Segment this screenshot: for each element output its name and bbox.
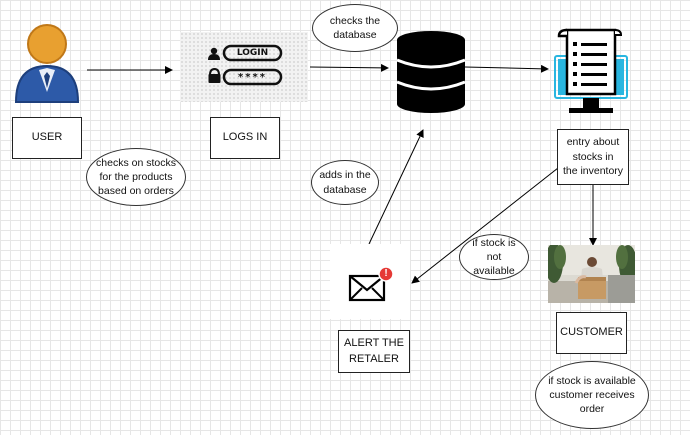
user-node: USER xyxy=(12,117,82,159)
entry-about-stocks-node: entry about stocks in the inventory xyxy=(557,129,629,185)
login-form-icon: LOGIN **** xyxy=(180,32,308,102)
customer-node: CUSTOMER xyxy=(556,312,627,354)
note-checks-on-stocks: checks on stocks for the products based … xyxy=(86,148,186,206)
logs-in-node: LOGS IN xyxy=(210,117,280,159)
customer-box-photo xyxy=(548,245,635,303)
customer-label: CUSTOMER xyxy=(560,326,623,339)
user-label: USER xyxy=(31,131,63,144)
note-checks-database: checks the database xyxy=(312,4,398,52)
alert-retailer-node: ALERT THE RETALER xyxy=(338,330,410,373)
logs-in-label: LOGS IN xyxy=(222,131,268,144)
note-adds-in-database-text: adds in the database xyxy=(319,169,371,196)
note-if-not-available: if stock is not available xyxy=(459,234,529,280)
entry-about-stocks-label: entry about stocks in the inventory xyxy=(562,135,624,178)
arrow-login-to-database xyxy=(309,63,389,72)
note-checks-database-text: checks the database xyxy=(329,14,381,41)
alert-retailer-label: ALERT THE RETALER xyxy=(344,337,404,365)
alert-badge-text: ! xyxy=(384,268,388,279)
arrow-database-to-inventory xyxy=(464,64,549,73)
inventory-monitor-icon xyxy=(553,28,629,121)
note-checks-on-stocks-text: checks on stocks for the products based … xyxy=(96,156,176,198)
note-if-available: if stock is available customer receives … xyxy=(535,361,649,429)
user-avatar-icon xyxy=(12,22,82,107)
note-if-not-available-text: if stock is not available xyxy=(472,236,516,278)
login-field-text: LOGIN xyxy=(236,48,269,58)
note-if-available-text: if stock is available customer receives … xyxy=(548,374,636,416)
arrow-alert-to-database xyxy=(368,129,424,245)
password-field-text: **** xyxy=(238,72,267,83)
database-icon xyxy=(395,30,467,117)
note-adds-in-database: adds in the database xyxy=(311,160,379,205)
mail-alert-icon: ! xyxy=(330,244,410,319)
arrow-entry-to-alert xyxy=(411,167,559,284)
